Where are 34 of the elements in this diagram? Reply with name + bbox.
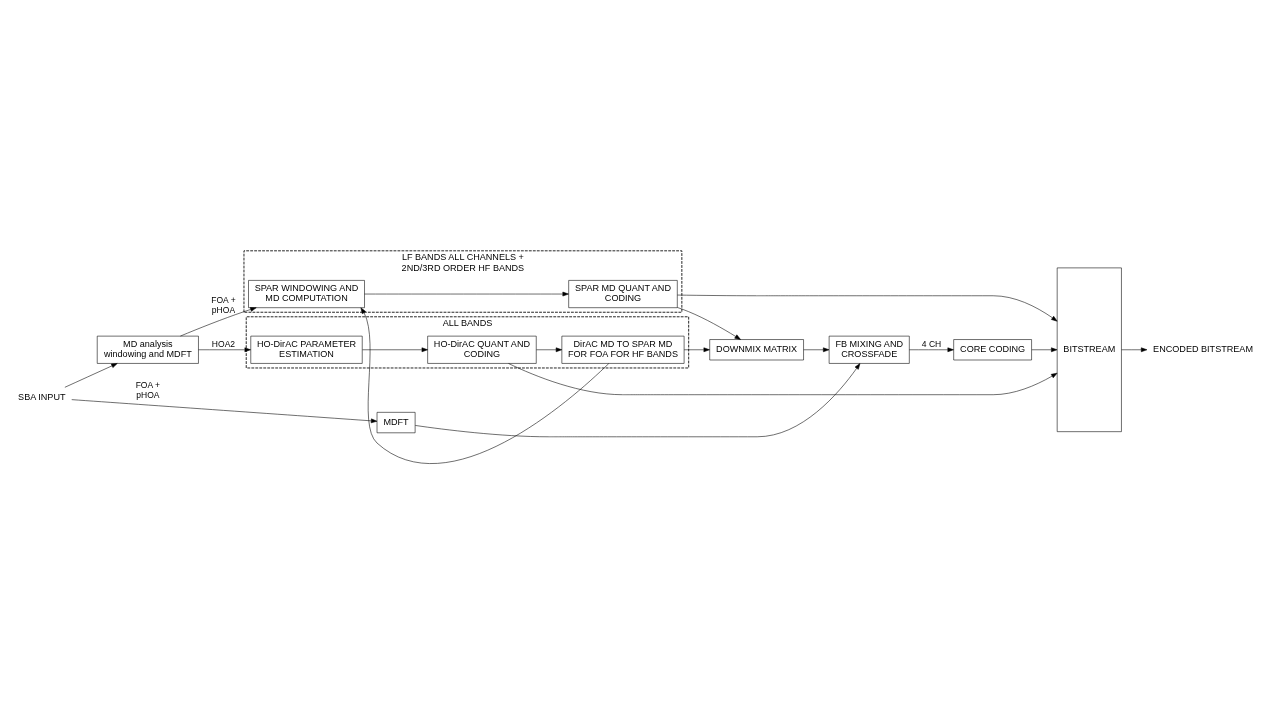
node-box: SPAR MD QUANT AND CODING (568, 279, 678, 308)
node-box: HO-DirAC QUANT AND CODING (427, 335, 537, 364)
node-box: FB MIXING AND CROSSFADE (828, 335, 910, 364)
arrow (364, 291, 569, 296)
arrow (677, 306, 741, 340)
arrow (909, 347, 954, 352)
arrow (683, 347, 710, 352)
edge-label: HOA2 (211, 338, 236, 349)
node-box: BITSTREAM (1056, 267, 1122, 432)
arrow (198, 347, 251, 352)
node-box: DirAC MD TO SPAR MD FOR FOA FOR HF BANDS (561, 335, 685, 364)
arrow (180, 306, 257, 336)
edge-label: 4 CH (921, 338, 942, 349)
node-box: SPAR WINDOWING AND MD COMPUTATION (248, 279, 365, 308)
edge-label: FOA + pHOA (135, 379, 161, 400)
node-box: MDFT (376, 411, 416, 433)
arrow (71, 398, 378, 423)
arrow (1121, 347, 1148, 352)
arrow (362, 347, 428, 352)
arrow (415, 362, 861, 437)
node-box: CORE CODING (953, 338, 1032, 360)
node-box: MD analysis windowing and MDFT (96, 335, 199, 364)
arrow (508, 362, 1058, 395)
node-box: DOWNMIX MATRIX (709, 338, 804, 360)
arrow (803, 347, 830, 352)
node-box: HO-DirAC PARAMETER ESTIMATION (250, 335, 363, 364)
arrow (64, 362, 118, 388)
node-text: SBA INPUT (18, 391, 66, 402)
arrow (536, 347, 563, 352)
node-text: ENCODED BITSTREAM (1153, 343, 1253, 354)
arrow (1031, 347, 1058, 352)
arrow (677, 294, 1058, 321)
edge-label: FOA + pHOA (211, 294, 236, 315)
arrow (360, 307, 610, 464)
